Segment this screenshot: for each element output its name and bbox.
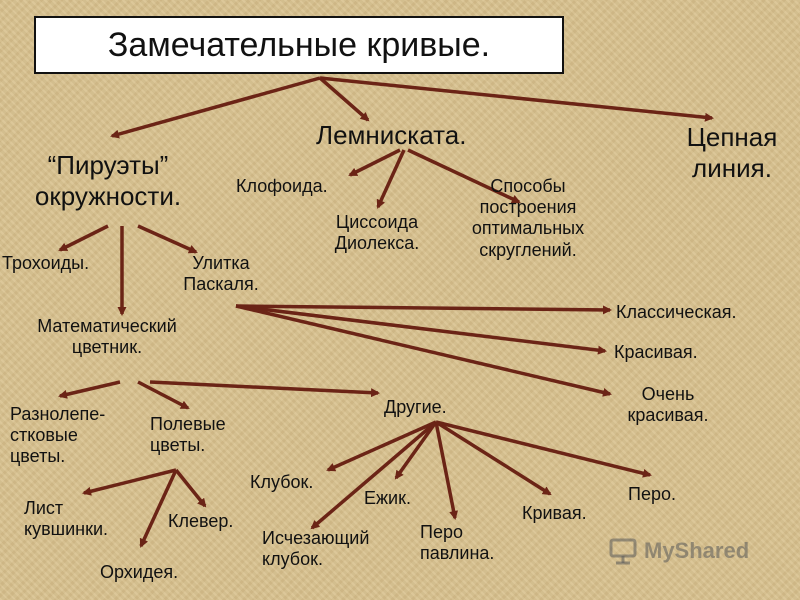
arrow-tsvetnik-raznolep <box>58 380 121 399</box>
node-pero: Перо. <box>628 484 676 504</box>
node-lemniskata: Лемниската. <box>316 120 467 150</box>
node-list-kuvshinki: Лист кувшинки. <box>24 498 109 540</box>
arrow-ulitka-ochen <box>235 304 612 397</box>
arrow-title-piruety <box>110 76 321 139</box>
node-sposoby: Способы построения оптимальных скруглени… <box>471 176 585 260</box>
node-ochen-krasivaya: Очень красивая. <box>627 384 709 426</box>
node-klever: Клевер. <box>168 511 234 531</box>
node-klubok: Клубок. <box>250 472 314 492</box>
arrow-polevye-list <box>82 468 177 496</box>
arrow-lemniskata-klofoida <box>348 148 401 177</box>
node-polevye: Полевые цветы. <box>150 414 226 456</box>
arrow-lemniskata-sposoby <box>407 148 521 204</box>
node-ulitka: Улитка Паскаля. <box>183 253 259 295</box>
arrow-lemniskata-tsissoida <box>376 149 406 209</box>
node-klassicheskaya: Классическая. <box>616 302 737 322</box>
title-text: Замечательные кривые. <box>107 25 491 64</box>
node-klofoida: Клофоида. <box>236 176 328 196</box>
arrow-tsvetnik-polevye <box>137 380 190 410</box>
node-ischezayushchiy-klubok: Исчезающий клубок. <box>262 528 370 570</box>
node-tsepnaya: Цепная линия. <box>686 122 778 183</box>
arrow-title-lemniskata <box>318 76 370 122</box>
node-raznolepestkovye: Разнолепе- стковые цветы. <box>10 404 106 467</box>
arrow-piruety-ulitka <box>137 224 198 254</box>
arrow-polevye-orkhideya <box>139 469 178 548</box>
arrow-drugie-pero <box>435 420 652 478</box>
node-krivaya: Кривая. <box>522 503 587 523</box>
arrow-drugie-krivaya <box>435 420 552 496</box>
arrow-piruety-trokhoidy <box>58 224 109 252</box>
node-tsvetnik: Математический цветник. <box>37 316 177 358</box>
arrow-drugie-ischez <box>310 420 438 530</box>
watermark: MyShared <box>608 536 749 566</box>
presentation-board-icon <box>609 538 637 565</box>
arrow-polevye-klever <box>174 468 207 508</box>
arrow-ulitka-klassicheskaya <box>235 304 612 315</box>
node-trokhoidy: Трохоиды. <box>2 253 90 273</box>
arrow-drugie-klubok <box>326 420 437 472</box>
node-tsissoida: Циссоида Диолекса. <box>334 212 420 254</box>
node-krasivaya: Красивая. <box>614 342 698 362</box>
node-piruety: “Пируэты” окружности. <box>34 150 182 211</box>
arrow-title-tsepnaya <box>319 76 714 122</box>
arrow-ulitka-krasivaya <box>235 304 607 355</box>
node-drugie: Другие. <box>384 397 447 417</box>
arrow-drugie-pero-pavlina <box>434 421 459 520</box>
diagram-title: Замечательные кривые. <box>34 16 564 74</box>
arrow-drugie-ezhik <box>394 420 438 480</box>
node-orkhideya: Орхидея. <box>100 562 179 582</box>
node-pero-pavlina: Перо павлина. <box>420 522 495 564</box>
arrow-tsvetnik-drugie <box>149 380 380 398</box>
watermark-text: MyShared <box>644 538 750 563</box>
node-ezhik: Ежик. <box>364 488 411 508</box>
